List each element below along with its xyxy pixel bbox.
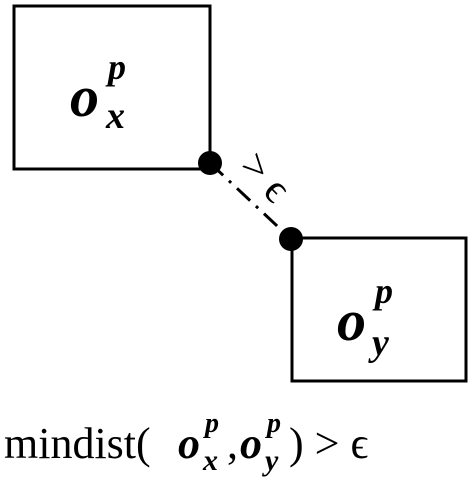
box-y-base: o <box>337 288 366 353</box>
caption-separator: , <box>227 419 238 468</box>
connector-label: > ϵ <box>231 143 300 212</box>
box-x-sub: x <box>105 95 125 137</box>
caption-arg1-sup: p <box>203 408 219 439</box>
object-box-x: o p x <box>12 4 212 171</box>
caption-func: mindist( <box>4 419 151 468</box>
caption: mindist( o p x , o p y ) > ϵ <box>4 408 368 477</box>
object-box-y: o p y <box>290 236 468 383</box>
caption-arg1-sub: x <box>202 444 218 477</box>
caption-arg2-base: o <box>240 419 262 468</box>
box-y-sup: p <box>372 271 393 311</box>
box-y-border <box>290 236 468 383</box>
box-x-sup: p <box>105 47 126 87</box>
caption-arg2-sup: p <box>265 408 281 439</box>
caption-arg2-sub: y <box>262 444 279 477</box>
caption-rest: ) > ϵ <box>289 419 368 468</box>
corner-point-x <box>198 151 222 175</box>
caption-arg1-base: o <box>178 419 200 468</box>
corner-point-y <box>279 227 303 251</box>
box-y-sub: y <box>368 322 389 364</box>
box-x-border <box>12 4 212 171</box>
box-x-base: o <box>70 64 99 129</box>
